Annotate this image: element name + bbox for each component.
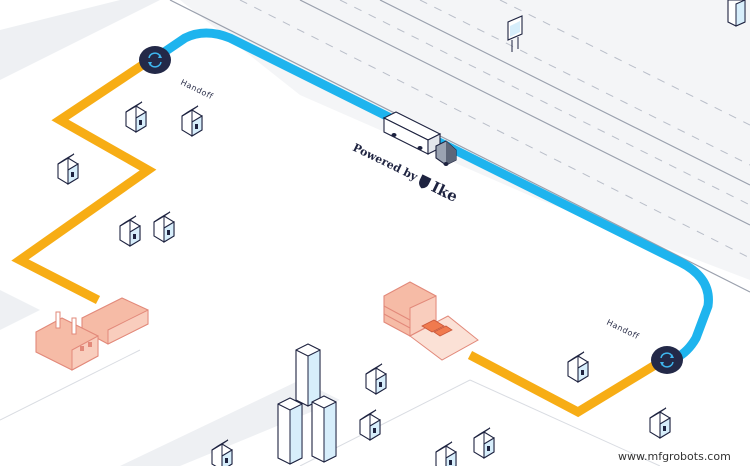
handoff-label-2: Handoff <box>605 318 640 341</box>
ike-logo-text: Ike <box>428 178 460 206</box>
billboard <box>507 15 523 52</box>
handoff-label-1: Handoff <box>179 78 214 101</box>
swap-arrows-icon <box>148 52 162 68</box>
swap-arrows-icon <box>660 352 674 368</box>
highway <box>169 0 750 293</box>
semi-truck-icon <box>382 111 457 166</box>
warehouse-center <box>383 281 479 361</box>
hub-2 <box>651 346 683 374</box>
factory-left <box>35 297 149 371</box>
watermark: www.mfgrobots.com <box>618 450 731 463</box>
tower-topright <box>727 0 746 27</box>
hub-1 <box>139 46 171 74</box>
highway-route <box>155 28 713 363</box>
ike-shield-icon <box>418 174 432 189</box>
office-towers <box>277 343 337 465</box>
local-route <box>11 56 663 418</box>
powered-by-text: Powered by <box>351 141 420 184</box>
